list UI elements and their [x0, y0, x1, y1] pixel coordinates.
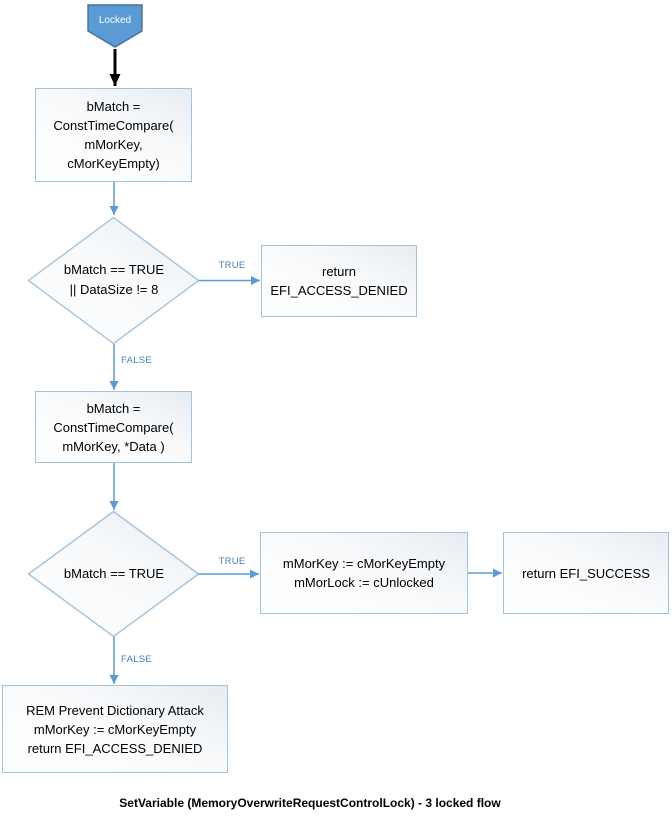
edge-label-false1: FALSE: [121, 355, 153, 366]
node-return-success: return EFI_SUCCESS: [503, 532, 669, 614]
start-node-label: Locked: [98, 14, 132, 26]
decision1-label: bMatch == TRUE || DataSize != 8: [63, 262, 165, 297]
node-return-access-denied: return EFI_ACCESS_DENIED: [261, 245, 417, 317]
decision2-label: bMatch == TRUE: [63, 566, 165, 581]
diagram-caption: SetVariable (MemoryOverwriteRequestContr…: [119, 796, 501, 810]
start-node-shape: [87, 4, 143, 48]
node-compare-empty: bMatch = ConstTimeCompare( mMorKey, cMor…: [35, 88, 192, 182]
node-set-unlocked: mMorKey := cMorKeyEmpty mMorLock := cUnl…: [260, 532, 468, 614]
edge-label-false2: FALSE: [121, 654, 153, 665]
decision2-diamond-shape: [27, 510, 200, 638]
node-compare-data: bMatch = ConstTimeCompare( mMorKey, *Dat…: [35, 391, 192, 463]
edge-label-true2: TRUE: [218, 556, 246, 567]
edge-label-true1: TRUE: [218, 260, 246, 271]
node-prevent-dictionary-attack: REM Prevent Dictionary Attack mMorKey :=…: [2, 685, 228, 773]
decision1-diamond-shape: [27, 216, 200, 345]
